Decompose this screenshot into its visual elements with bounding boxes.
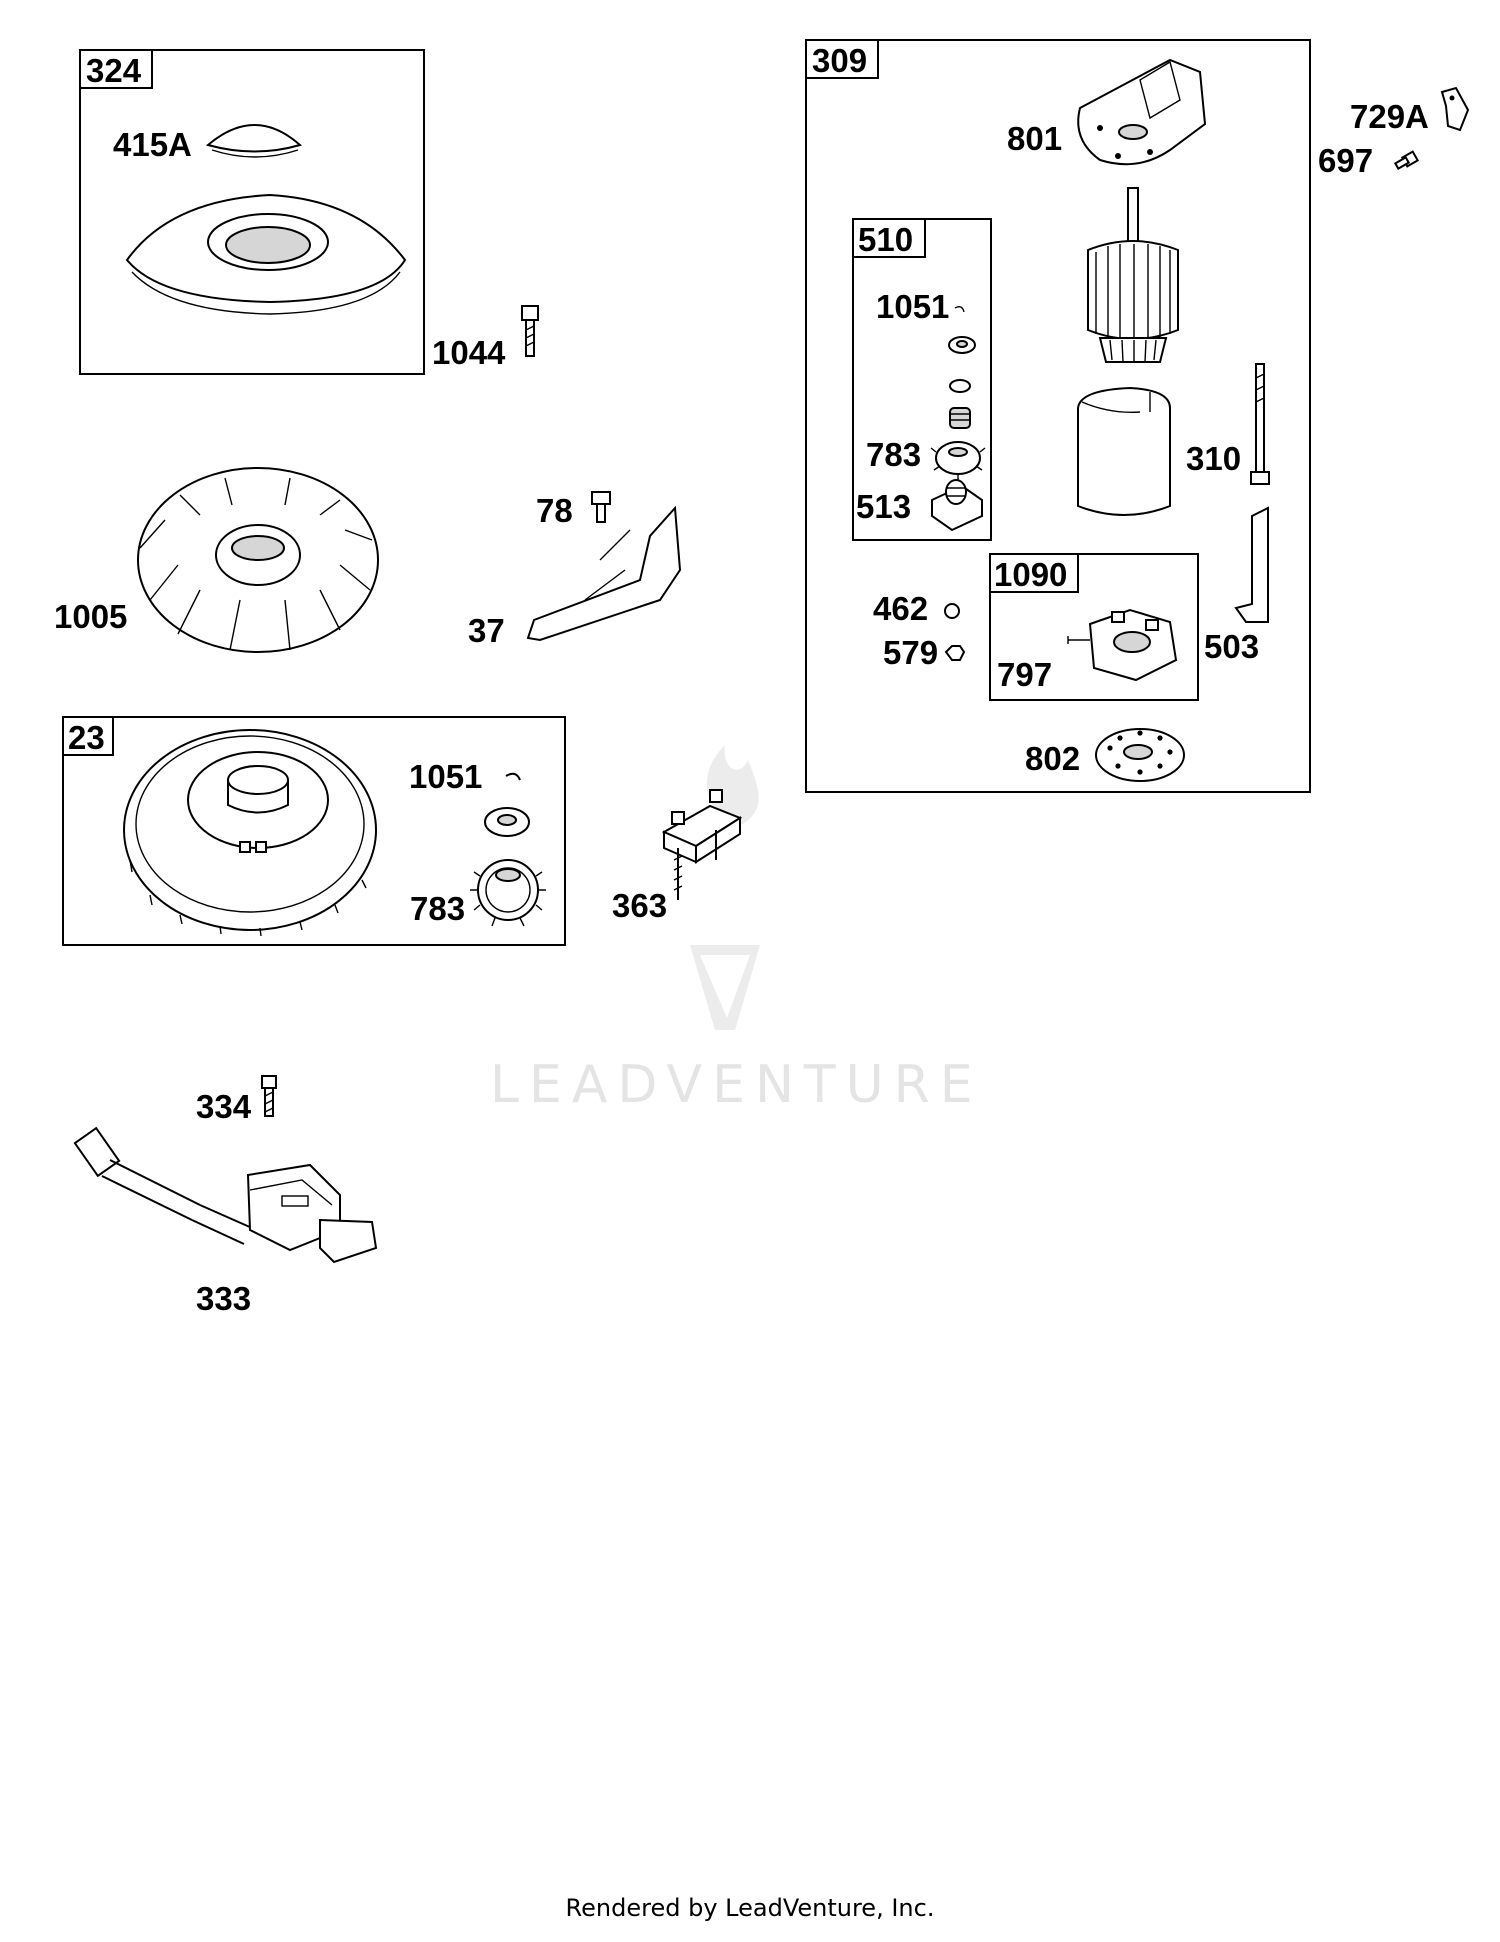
part-801-end-cap: [1077, 58, 1207, 166]
part-1051-clip-drive: [954, 305, 965, 313]
footer-credit: Rendered by LeadVenture, Inc.: [565, 1894, 935, 1922]
box-324-label: 324: [86, 52, 142, 89]
watermark-flame-icon: [706, 745, 759, 830]
box-324-tab: [79, 49, 153, 89]
label-729A: 729A: [1350, 98, 1429, 135]
label-78: 78: [536, 492, 573, 529]
part-802-plate: [1095, 728, 1185, 782]
label-363: 363: [612, 887, 667, 924]
watermark-v-icon: [690, 945, 760, 1030]
label-1044: 1044: [432, 334, 506, 371]
label-513: 513: [856, 488, 911, 525]
label-801: 801: [1007, 120, 1062, 157]
part-drive-spring: [949, 407, 971, 429]
part-78-screw: [591, 491, 611, 523]
part-697-screw: [1393, 150, 1420, 170]
label-503: 503: [1204, 628, 1259, 665]
group-510: 510 1051 783 513: [852, 218, 992, 541]
part-1051-clip-flywheel: [505, 772, 521, 781]
box-309-tab: [805, 39, 879, 79]
label-579: 579: [883, 634, 938, 671]
label-697: 697: [1318, 142, 1373, 179]
group-309: 309 801 510 1051: [805, 39, 1311, 793]
part-324-housing: [125, 193, 407, 315]
watermark: LEADVENTURE: [490, 745, 983, 1115]
part-23-flywheel: [123, 729, 377, 937]
box-510-label: 510: [858, 221, 913, 258]
label-333: 333: [196, 1280, 251, 1317]
box-23-frame: [62, 716, 566, 946]
part-363-bracket: [661, 789, 743, 900]
box-23-tab: [62, 716, 114, 756]
part-333-armature: [73, 1126, 378, 1264]
box-309-label: 309: [812, 42, 867, 79]
part-415A-cap: [205, 124, 303, 158]
part-462-washer: [944, 603, 960, 619]
box-309-frame: [805, 39, 1311, 793]
box-1090-tab: [989, 553, 1079, 593]
group-23: 23 1051 783: [62, 716, 566, 946]
part-37-baffle: [526, 505, 682, 642]
label-1051-flywheel: 1051: [409, 758, 482, 795]
part-783-gear-flywheel: [470, 859, 546, 927]
part-drive-washer: [948, 336, 976, 354]
part-armature: [1087, 187, 1179, 363]
box-324-frame: [79, 49, 425, 375]
part-513-pinion: [931, 479, 983, 532]
part-797-brush-holder: [1067, 608, 1178, 682]
label-1051-drive: 1051: [876, 288, 949, 325]
part-through-bolt: [1250, 363, 1270, 485]
label-783-flywheel: 783: [410, 890, 465, 927]
group-1090: 1090 797: [989, 553, 1199, 701]
part-334-screw: [261, 1075, 277, 1117]
label-462: 462: [873, 590, 928, 627]
label-797: 797: [997, 656, 1052, 693]
part-503-bracket: [1234, 506, 1269, 623]
part-579-nut: [944, 645, 966, 661]
label-310: 310: [1186, 440, 1241, 477]
label-1005: 1005: [54, 598, 127, 635]
label-334: 334: [196, 1088, 252, 1125]
part-783-gear-drive: [930, 441, 986, 480]
part-drive-ring: [949, 379, 971, 393]
label-415A: 415A: [113, 126, 192, 163]
watermark-text: LEADVENTURE: [490, 1055, 983, 1115]
part-1005-fan: [137, 467, 379, 653]
box-1090-frame: [989, 553, 1199, 701]
box-1090-label: 1090: [994, 556, 1067, 593]
part-washer-flywheel: [484, 807, 530, 837]
label-802: 802: [1025, 740, 1080, 777]
label-37: 37: [468, 612, 505, 649]
part-310-housing: [1077, 386, 1171, 516]
part-729A-clip: [1440, 86, 1470, 132]
group-324: 324 415A: [79, 49, 425, 375]
box-23-label: 23: [68, 719, 105, 756]
box-510-tab: [852, 218, 926, 258]
label-783-drive: 783: [866, 436, 921, 473]
part-1044-bolt: [521, 305, 539, 357]
